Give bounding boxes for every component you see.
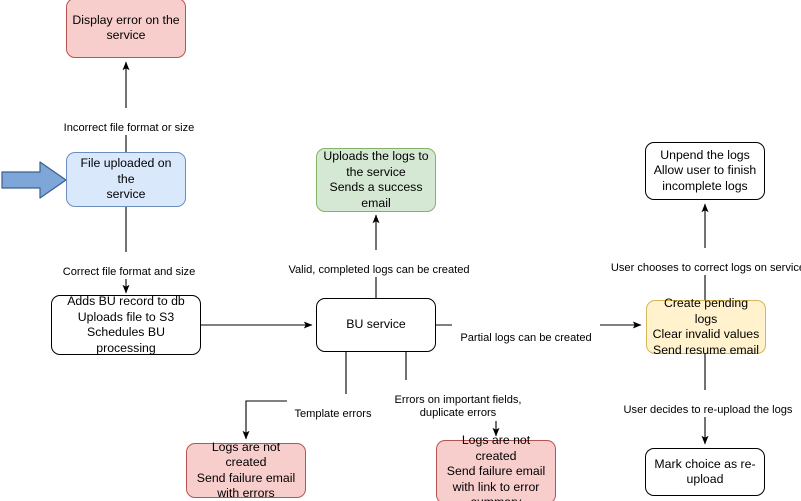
node-mark-choice-reupload-label: Mark choice as re- upload (654, 456, 756, 487)
node-logs-not-created-summary-label: Logs are not created Send failure email … (446, 433, 546, 501)
node-logs-not-created-template-label: Logs are not created Send failure email … (196, 439, 296, 501)
edge-label-correct-format-text: Correct file format and size (62, 265, 196, 278)
node-adds-bu-record[interactable]: Adds BU record to db Uploads file to S3 … (51, 294, 201, 355)
node-display-error-label: Display error on the service (72, 12, 180, 43)
node-adds-bu-record-label: Adds BU record to db Uploads file to S3 … (67, 294, 185, 355)
edge-label-important-errors: Errors on important fields, duplicate er… (388, 380, 528, 421)
edge-label-incorrect-format-text: Incorrect file format or size (63, 121, 195, 134)
edge-label-user-reuploads-text: User decides to re-upload the logs (623, 403, 793, 416)
edge-label-template-errors-text: Template errors (294, 407, 372, 420)
edge-label-valid-logs: Valid, completed logs can be created (281, 250, 477, 277)
edge-label-user-corrects: User chooses to correct logs on service (605, 248, 801, 275)
edge-label-correct-format: Correct file format and size (56, 252, 202, 279)
node-uploads-logs-label: Uploads the logs to the service Sends a … (323, 149, 429, 210)
edge-label-user-corrects-text: User chooses to correct logs on service (610, 261, 801, 274)
edge-label-partial-logs: Partial logs can be created (452, 318, 600, 345)
node-file-uploaded[interactable]: File uploaded on the service (66, 152, 186, 207)
edge-label-template-errors: Template errors (287, 394, 379, 421)
edge-label-incorrect-format: Incorrect file format or size (56, 108, 202, 135)
node-unpend-logs[interactable]: Unpend the logs Allow user to finish inc… (645, 142, 765, 200)
node-bu-service-label: BU service (346, 317, 406, 332)
entry-block-arrow (1, 161, 67, 199)
edge-label-valid-logs-text: Valid, completed logs can be created (288, 263, 470, 276)
node-mark-choice-reupload[interactable]: Mark choice as re- upload (645, 448, 765, 496)
node-display-error[interactable]: Display error on the service (66, 0, 186, 58)
node-logs-not-created-template[interactable]: Logs are not created Send failure email … (186, 439, 306, 501)
node-bu-service[interactable]: BU service (316, 298, 436, 352)
node-create-pending-logs-label: Create pending logs Clear invalid values… (652, 296, 760, 357)
node-logs-not-created-summary[interactable]: Logs are not created Send failure email … (436, 433, 556, 501)
edge-label-user-reuploads: User decides to re-upload the logs (613, 390, 801, 417)
edge-label-important-errors-text: Errors on important fields, duplicate er… (394, 393, 522, 420)
node-file-uploaded-label: File uploaded on the service (80, 156, 172, 202)
node-create-pending-logs[interactable]: Create pending logs Clear invalid values… (646, 296, 766, 357)
node-unpend-logs-label: Unpend the logs Allow user to finish inc… (653, 147, 757, 193)
edge-label-partial-logs-text: Partial logs can be created (460, 331, 592, 344)
node-uploads-logs[interactable]: Uploads the logs to the service Sends a … (316, 148, 436, 212)
